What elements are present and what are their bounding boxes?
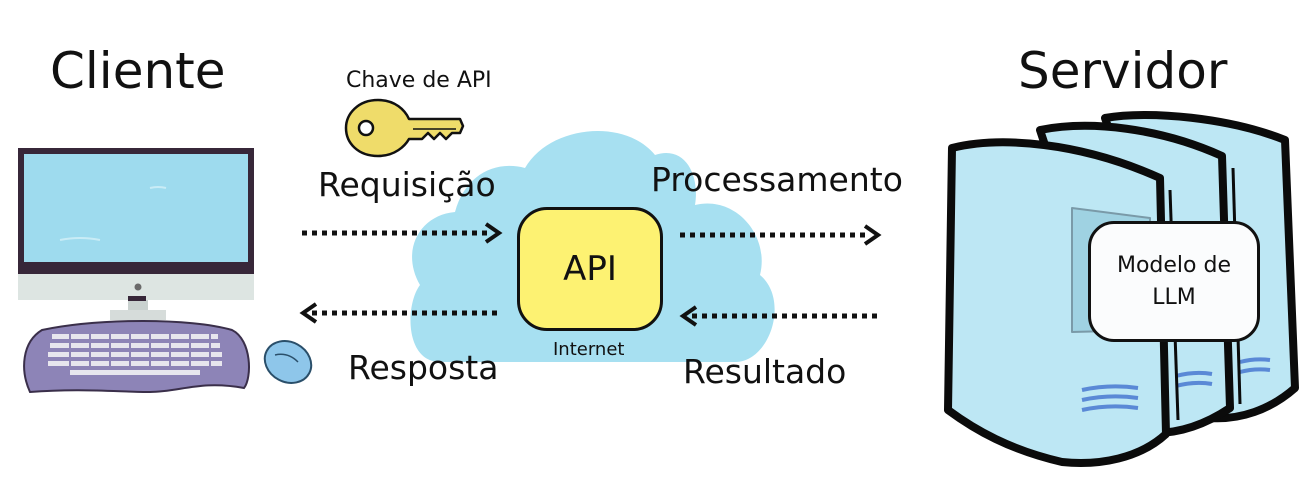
- llm-model-box: Modelo de LLM: [1088, 221, 1260, 342]
- processing-label: Processamento: [651, 160, 903, 199]
- response-arrow: [299, 302, 502, 324]
- result-label: Resultado: [683, 352, 847, 391]
- api-key-label: Chave de API: [346, 68, 492, 93]
- api-label: API: [563, 249, 617, 289]
- api-box: API: [517, 207, 663, 331]
- internet-label: Internet: [553, 339, 625, 360]
- processing-arrow: [680, 224, 882, 246]
- request-arrow: [302, 222, 503, 244]
- model-label-line2: LLM: [1152, 284, 1196, 310]
- model-label-line1: Modelo de: [1116, 252, 1231, 278]
- response-label: Resposta: [348, 348, 499, 387]
- key-icon: [344, 98, 465, 158]
- result-arrow: [679, 305, 882, 327]
- request-label: Requisição: [318, 165, 496, 204]
- desktop-computer-icon: [18, 148, 313, 394]
- client-title: Cliente: [50, 42, 226, 100]
- server-title: Servidor: [1018, 42, 1228, 100]
